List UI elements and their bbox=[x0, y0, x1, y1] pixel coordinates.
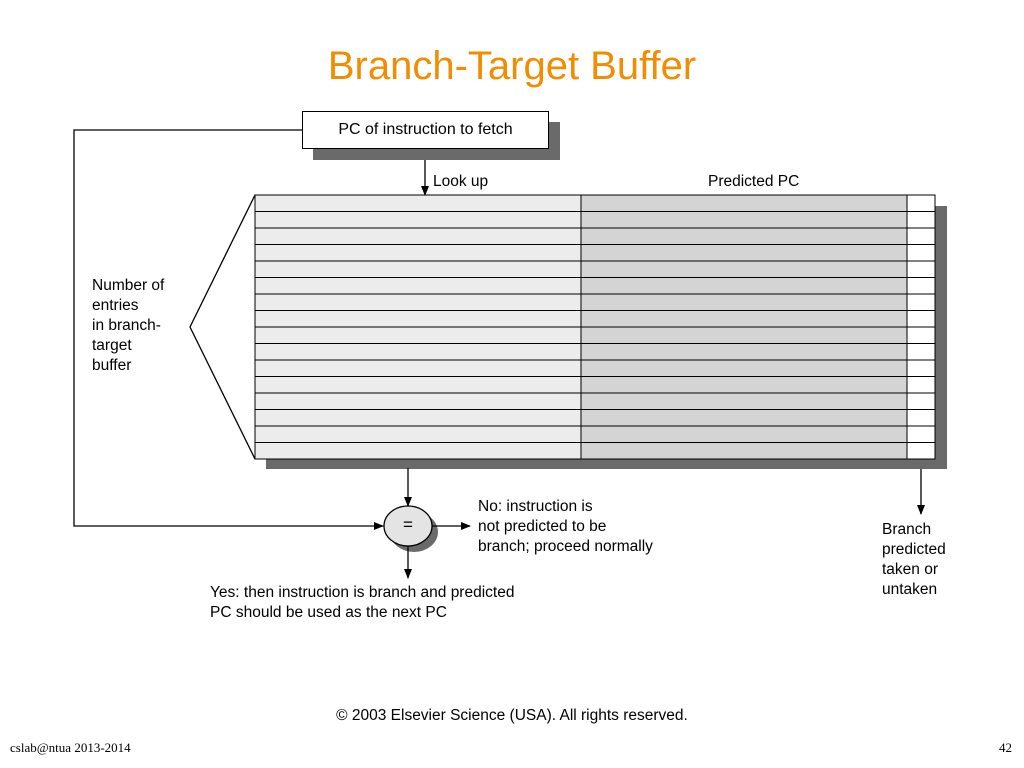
branch-label-line: Branch bbox=[882, 521, 932, 538]
no-label: No: instruction is not predicted to be b… bbox=[478, 497, 653, 557]
page-number: 42 bbox=[999, 740, 1012, 755]
yes-label-line: PC should be used as the next PC bbox=[210, 604, 447, 621]
entries-label-line: Number of bbox=[92, 277, 165, 294]
lookup-label: Look up bbox=[433, 173, 489, 190]
slide-title: Branch-Target Buffer bbox=[327, 44, 697, 88]
yes-label-line: Yes: then instruction is branch and pred… bbox=[210, 584, 515, 601]
copyright-notice: © 2003 Elsevier Science (USA). All right… bbox=[336, 707, 688, 724]
comparator-symbol: = bbox=[403, 515, 413, 534]
yes-label: Yes: then instruction is branch and pred… bbox=[210, 583, 514, 623]
branch-label-line: predicted bbox=[882, 541, 946, 558]
entries-label-line: entries bbox=[92, 297, 139, 314]
no-label-line: No: instruction is bbox=[478, 498, 593, 515]
feedback-line bbox=[73, 129, 384, 530]
branch-label-line: taken or bbox=[882, 561, 939, 578]
no-label-line: not predicted to be bbox=[478, 518, 607, 535]
no-label-line: branch; proceed normally bbox=[478, 538, 653, 555]
footer-left: cslab@ntua 2013-2014 bbox=[10, 740, 131, 755]
btb-row-lines bbox=[255, 211, 935, 443]
branch-label-line: untaken bbox=[882, 581, 938, 598]
entries-label: Number of entries in branch- target buff… bbox=[92, 276, 164, 376]
entries-label-line: target bbox=[92, 337, 132, 354]
entries-bracket bbox=[189, 194, 256, 460]
predicted-pc-label: Predicted PC bbox=[708, 173, 800, 190]
branch-label: Branch predicted taken or untaken bbox=[882, 520, 946, 600]
pc-of-instruction-box: PC of instruction to fetch bbox=[302, 111, 549, 149]
entries-label-line: in branch- bbox=[92, 317, 161, 334]
entries-label-line: buffer bbox=[92, 357, 132, 374]
